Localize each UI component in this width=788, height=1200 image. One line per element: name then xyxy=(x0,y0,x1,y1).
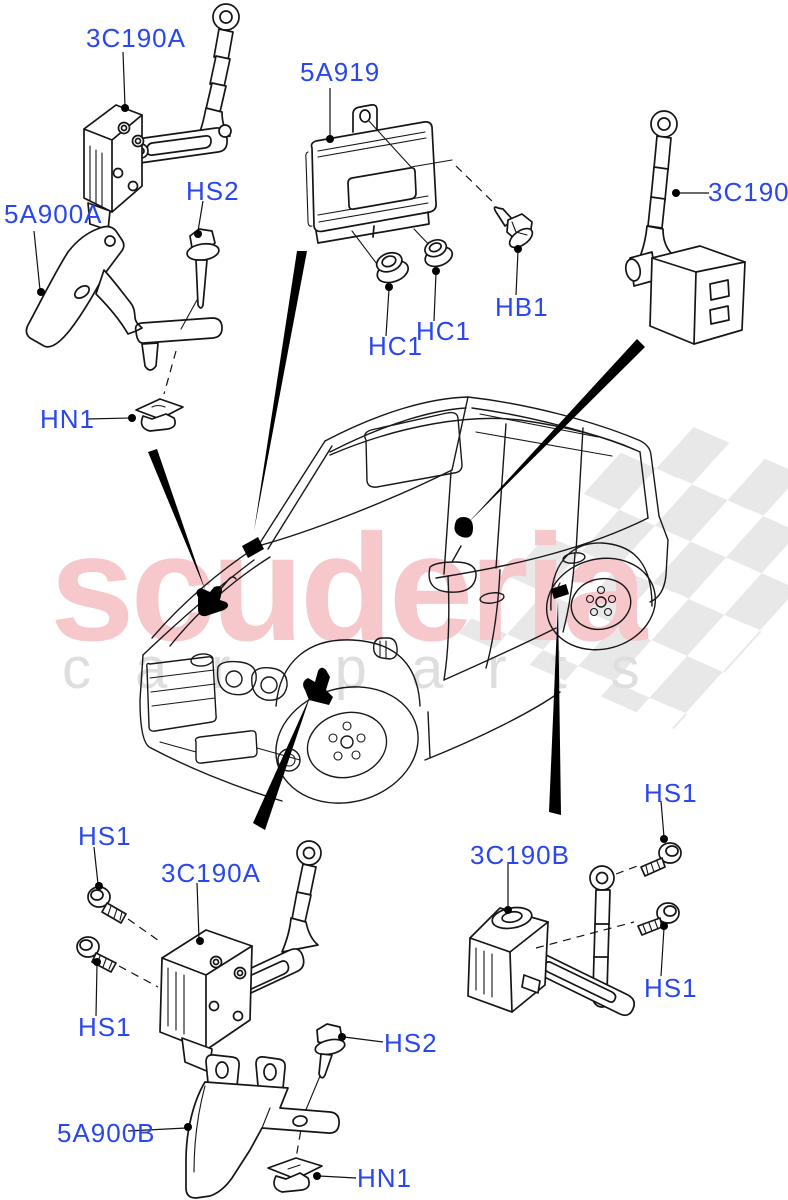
part-label-3C190B-kit: 3C190B xyxy=(470,840,570,870)
part-label-HC1-left: HC1 xyxy=(368,331,424,361)
part-label-HN1-top: HN1 xyxy=(40,404,96,434)
part-label-5A919: 5A919 xyxy=(300,57,381,87)
part-label-3C190A-front: 3C190A xyxy=(86,23,186,53)
part-label-HS2-bottom: HS2 xyxy=(384,1028,438,1058)
part-label-HB1: HB1 xyxy=(495,292,549,322)
part-label-3C190B-rear: 3C190B xyxy=(708,177,788,207)
part-label-5A900B: 5A900B xyxy=(57,1118,156,1148)
watermark-brand: scuderia xyxy=(50,503,647,673)
front-sensor-kit-drawing xyxy=(76,840,346,1199)
leader-lines xyxy=(33,51,709,1180)
part-label-HS1-br-bottom: HS1 xyxy=(644,973,698,1003)
part-label-HN1-bottom: HN1 xyxy=(357,1163,413,1193)
part-label-5A900A: 5A900A xyxy=(4,199,103,229)
control-module-drawing xyxy=(305,104,534,284)
vehicle-outline-drawing xyxy=(139,251,669,830)
front-bracket-drawing xyxy=(25,225,223,432)
part-label-HS1-br-top: HS1 xyxy=(644,778,698,808)
height-sensor-front-drawing xyxy=(83,3,240,231)
part-label-HS1-bl-bottom: HS1 xyxy=(78,1012,132,1042)
part-label-HS1-bl-top: HS1 xyxy=(78,821,132,851)
part-label-HS2-top: HS2 xyxy=(186,176,240,206)
watermark-tagline: car parts xyxy=(62,636,684,701)
part-label-3C190A-kit: 3C190A xyxy=(161,858,261,888)
rear-sensor-kit-drawing xyxy=(467,842,682,1017)
part-label-HC1-right: HC1 xyxy=(416,316,472,346)
height-sensor-rear-drawing xyxy=(624,110,746,345)
